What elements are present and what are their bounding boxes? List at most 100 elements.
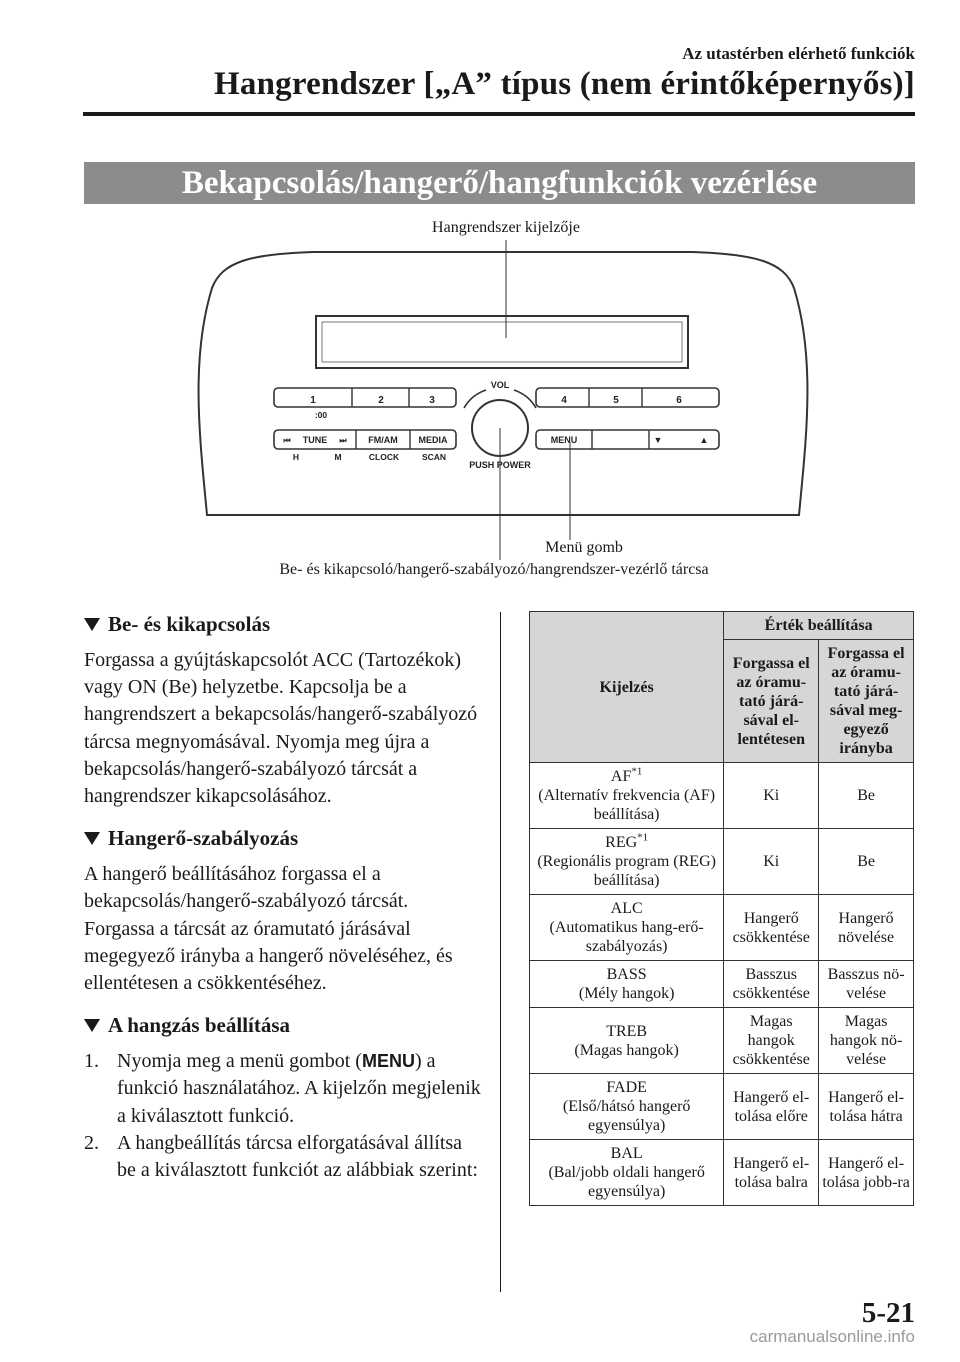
header-cw: Forgassa el az óramu-tató járá-sával meg…	[818, 639, 914, 763]
fmam-label: FM/AM	[368, 435, 398, 445]
row-ccw: Hangerő csökkentése	[723, 894, 820, 961]
step-text: Nyomja meg a menü gombot (MENU) a funkci…	[117, 1048, 484, 1130]
header-display: Kijelzés	[528, 611, 725, 763]
clock-minutes-label: :00	[315, 410, 328, 420]
display-inner	[321, 321, 683, 363]
section-banner: Bekapcsolás/hangerő/hangfunkciók vezérlé…	[84, 162, 915, 204]
vol-label: VOL	[491, 380, 510, 390]
row-ccw: Magas hangok csökkentése	[723, 1007, 820, 1074]
seek-forward-icon: ⏭	[339, 436, 347, 445]
row-code: BAL	[610, 1145, 643, 1162]
row-code: AF	[610, 768, 632, 785]
row-code: TREB	[606, 1022, 648, 1040]
up-arrow-icon: ▲	[700, 435, 709, 445]
table-row: AF*1 (Alternatív frekvencia (AF) beállítá…	[528, 762, 914, 829]
display-callout: Hangrendszer kijelzője	[432, 219, 580, 236]
row-code: FADE	[606, 1079, 647, 1096]
header-ccw: Forgassa el az óramu-tató járá-sával el-…	[723, 639, 820, 763]
row-display: BAL (Bal/jobb oldali hangerő egyensúlya)	[528, 1139, 725, 1206]
row-cw: Basszus nö-velése	[818, 960, 914, 1008]
step-1: 1. Nyomja meg a menü gombot (MENU) a fun…	[84, 1048, 484, 1130]
audio-panel-illustration: 1 2 3 4 5 6 :00 VOL TUNE ⏮ ⏭ FM/AM MEDIA…	[197, 240, 809, 560]
sound-settings-table: Kijelzés Érték beállítása Forgassa el az…	[528, 611, 914, 1206]
triangle-bullet-icon	[84, 1019, 100, 1033]
sound-steps: 1. Nyomja meg a menü gombot (MENU) a fun…	[84, 1048, 484, 1184]
hour-label: H	[293, 452, 299, 462]
row-ccw: Hangerő el-tolása balra	[723, 1139, 820, 1206]
power-heading: Be- és kikapcsolás	[84, 612, 484, 637]
table-row: BAL (Bal/jobb oldali hangerő egyensúlya) H…	[528, 1139, 914, 1206]
row-display: REG*1 (Regionális program (REG) beállítás…	[528, 828, 725, 895]
watermark: carmanualsonline.info	[749, 1327, 915, 1346]
step-number: 2.	[84, 1131, 99, 1154]
step-number: 1.	[84, 1050, 99, 1073]
row-code: ALC	[610, 900, 643, 917]
row-display: AF*1 (Alternatív frekvencia (AF) beállítá…	[528, 762, 725, 829]
sound-heading: A hangzás beállítása	[84, 1013, 484, 1038]
push-power-label: PUSH POWER	[469, 460, 531, 470]
row-description: (Regionális program (REG) beállítása)	[537, 853, 716, 889]
row-description: (Bal/jobb oldali hangerő egyensúlya)	[548, 1164, 705, 1200]
preset-6-label: 6	[676, 395, 682, 406]
step-1-text-b: ) a funkció használatához. A kijelzőn me…	[117, 1050, 481, 1127]
menu-callout: Menü gomb	[545, 539, 623, 556]
row-cw: Hangerő növelése	[818, 894, 914, 961]
row-description: (Első/hátsó hangerő egyensúlya)	[562, 1098, 691, 1134]
page-title: Hangrendszer [„A” típus (nem érintőképer…	[214, 66, 915, 102]
header-value: Érték beállítása	[723, 611, 914, 640]
table-row: ALC (Automatikus hang-erő-szabályozás) Han…	[528, 894, 914, 961]
row-description: (Automatikus hang-erő-szabályozás)	[549, 919, 704, 955]
vol-arc-right	[513, 389, 537, 409]
preset-bar-right	[535, 387, 720, 408]
media-label: MEDIA	[419, 435, 449, 445]
footnote-mark: *1	[631, 765, 643, 778]
preset-1-label: 1	[310, 395, 316, 406]
audio-unit-diagram: 1 2 3 4 5 6 :00 VOL TUNE ⏮ ⏭ FM/AM MEDIA…	[84, 210, 915, 590]
header-rule	[83, 112, 915, 116]
preset-4-label: 4	[561, 395, 567, 406]
footnote-mark: *1	[637, 831, 649, 844]
triangle-bullet-icon	[84, 618, 100, 631]
function-bar-right	[535, 429, 720, 450]
table-row: FADE (Első/hátsó hangerő egyensúlya) Hange…	[528, 1073, 914, 1140]
vol-arc-left	[463, 389, 487, 409]
dial-callout: Be- és kikapcsoló/hangerő-szabályozó/han…	[279, 561, 709, 578]
volume-heading-text: Hangerő-szabályozás	[108, 826, 299, 851]
seek-back-icon: ⏮	[283, 436, 290, 445]
row-cw: Be	[818, 828, 914, 895]
row-ccw: Hangerő el-tolása előre	[723, 1073, 820, 1140]
row-cw: Hangerő el-tolása jobb-ra	[818, 1139, 914, 1206]
row-ccw: Ki	[723, 828, 820, 895]
row-cw: Be	[818, 762, 914, 829]
volume-text: A hangerő beállításához forgassa el a be…	[84, 863, 453, 995]
row-code: BASS	[606, 966, 647, 983]
triangle-bullet-icon	[84, 832, 100, 846]
column-rule	[500, 612, 501, 1292]
page-number: 5-21	[861, 1297, 915, 1329]
power-heading-text: Be- és kikapcsolás	[108, 612, 271, 636]
clock-label: CLOCK	[369, 452, 400, 462]
row-cw: Hangerő el-tolása hátra	[818, 1073, 914, 1140]
step-1-text-a: Nyomja meg a menü gombot (	[117, 1050, 362, 1073]
row-ccw: Basszus csökkentése	[723, 960, 820, 1008]
preset-bar-left	[273, 387, 457, 408]
panel-housing	[197, 251, 809, 516]
row-description: (Alternatív frekvencia (AF) beállítása)	[538, 787, 716, 823]
preset-2-label: 2	[378, 395, 384, 406]
menu-button-glyph: MENU	[361, 1051, 415, 1072]
table-row: TREB(Magas hangok)Magas hangok csökkenté…	[528, 1007, 914, 1074]
tune-label: TUNE	[303, 435, 328, 445]
row-description: (Mély hangok)	[578, 985, 675, 1002]
row-display: ALC (Automatikus hang-erő-szabályozás)	[528, 894, 725, 961]
row-display: BASS (Mély hangok)	[528, 960, 725, 1008]
power-text: Forgassa a gyújtáskapcsolót ACC (Tartozé…	[84, 649, 478, 808]
row-cw: Magas hangok nö-velése	[818, 1007, 914, 1074]
preset-5-label: 5	[613, 395, 619, 406]
row-description: (Magas hangok)	[574, 1041, 679, 1059]
display-window	[315, 315, 689, 369]
row-display: TREB(Magas hangok)	[528, 1007, 725, 1074]
row-code: REG	[605, 834, 638, 851]
row-ccw: Ki	[723, 762, 820, 829]
preset-3-label: 3	[429, 395, 435, 406]
